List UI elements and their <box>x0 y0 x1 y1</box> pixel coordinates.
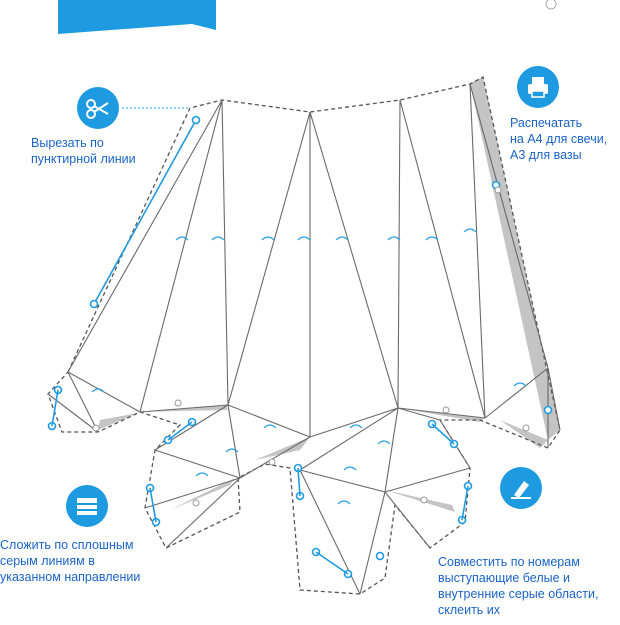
cut-guide-line <box>93 119 197 305</box>
tab-number-circle <box>192 499 200 507</box>
fold-arrow-icon <box>91 388 105 393</box>
fold-arrow-icon <box>343 466 357 471</box>
glue-instruction: Совместить по номерам выступающие белые … <box>438 555 599 617</box>
printer-icon <box>517 66 559 108</box>
fold-arrow-icon <box>211 236 225 241</box>
fold-arrow-icon <box>195 472 209 477</box>
fold-arrow-icon <box>463 228 477 233</box>
fold-arrow-icon <box>335 236 349 241</box>
glue-markers <box>47 115 553 579</box>
fold-arrow-icon <box>425 236 439 241</box>
tab-number-circle <box>494 186 502 194</box>
ribbon-banner <box>58 0 216 34</box>
glue-marker <box>543 405 553 415</box>
glue-marker-links <box>51 389 469 575</box>
glue-marker <box>191 115 201 125</box>
fold-arrow-icon <box>387 236 401 241</box>
tab-number-circles <box>92 186 530 507</box>
cut-instruction: Вырезать по пунктирной линии <box>31 136 136 166</box>
fold-arrow-icon <box>349 424 363 429</box>
scissors-icon <box>77 87 119 129</box>
glue-tab-low-right <box>385 490 455 512</box>
glue-tab-mid-right <box>398 408 485 422</box>
glue-tab-tip-left <box>98 413 138 430</box>
glue-tab-tip-right <box>500 420 548 448</box>
tab-number-circle <box>92 424 100 432</box>
tab-number-circle <box>522 424 530 432</box>
tab-number-circle <box>442 406 450 414</box>
glue-marker <box>375 551 385 561</box>
corner-mark <box>545 0 557 10</box>
tab-number-circle <box>268 458 276 466</box>
glue-icon <box>500 467 542 509</box>
fold-arrow-icon <box>263 424 277 429</box>
glue-areas <box>98 77 560 512</box>
fold-arrow-icon <box>337 500 351 505</box>
fold-lines <box>47 83 561 595</box>
fold-direction-arrows <box>91 228 527 505</box>
fold-arrow-icon <box>261 236 275 241</box>
glue-tab-low-left <box>170 478 235 510</box>
fold-arrow-icon <box>377 440 391 445</box>
tab-number-circle <box>420 496 428 504</box>
glue-tab-mid-left <box>255 437 310 460</box>
fold-instruction: Сложить по сплошным серым линиям в указа… <box>0 538 141 584</box>
tab-number-circle <box>174 399 182 407</box>
fold-arrow-icon <box>297 236 311 241</box>
fold-arrow-icon <box>513 382 527 387</box>
print-instruction: Распечатать на А4 для свечи, А3 для вазы <box>510 116 608 162</box>
fold-arrow-icon <box>175 236 189 241</box>
fold-arrow-icon <box>225 448 239 453</box>
fold-paper-icon <box>66 485 108 527</box>
glue-marker <box>89 299 99 309</box>
